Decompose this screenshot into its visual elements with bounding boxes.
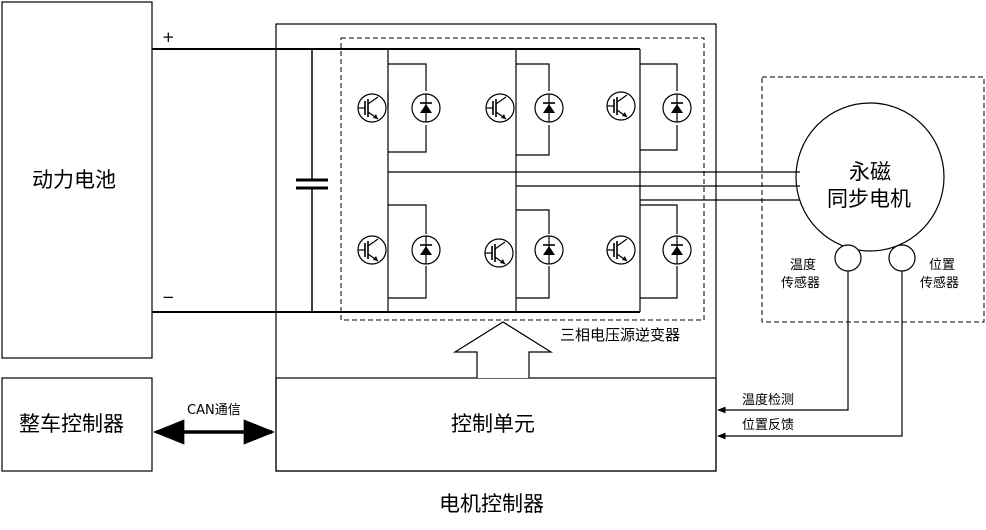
igbt-a-high-icon	[357, 93, 387, 123]
control-arrow	[452, 321, 554, 378]
battery-label: 动力电池	[32, 168, 116, 192]
diode-a-high-icon	[411, 93, 441, 123]
vehicle-controller-box	[1, 377, 153, 472]
inverter-dashed-box	[340, 37, 705, 321]
pos-sensor-label-line2: 传感器	[920, 276, 960, 291]
vehicle-controller-label: 整车控制器	[19, 412, 124, 436]
motor-controller-label: 电机控制器	[439, 492, 544, 516]
temp-sensor-label-line2: 传感器	[781, 276, 821, 291]
inverter-label: 三相电压源逆变器	[560, 326, 681, 344]
motor-label-line2: 同步电机	[827, 187, 911, 211]
temp-signal-line	[717, 271, 849, 414]
igbt-b-low-icon	[484, 238, 514, 268]
diode-a-low-icon	[411, 235, 441, 265]
bus-minus-sign: −	[162, 288, 175, 306]
pos-signal-line	[717, 271, 903, 440]
phase-lines	[388, 171, 800, 201]
diode-c-high-icon	[662, 93, 692, 123]
igbt-c-high-icon	[606, 91, 636, 121]
battery-box	[1, 1, 153, 359]
temp-sensor-circle	[834, 244, 862, 272]
pos-feedback-label: 位置反馈	[742, 418, 795, 433]
pos-sensor-circle	[888, 244, 916, 272]
can-label: CAN通信	[187, 403, 241, 418]
diode-b-high-icon	[534, 93, 564, 123]
pos-sensor-label-line1: 位置	[929, 258, 956, 273]
dc-link-capacitor	[296, 49, 328, 312]
igbt-a-low-icon	[357, 235, 387, 265]
temp-sensor-label-line1: 温度	[790, 258, 817, 273]
igbt-c-low-icon	[606, 235, 636, 265]
igbt-b-high-icon	[485, 93, 515, 123]
diode-b-low-icon	[534, 235, 564, 265]
diode-c-low-icon	[662, 235, 692, 265]
pmsm-motor	[795, 102, 945, 252]
bridge-legs	[387, 49, 678, 312]
control-unit-label: 控制单元	[451, 412, 535, 436]
motor-controller-box	[275, 23, 717, 472]
motor-label-line1: 永磁	[849, 160, 891, 184]
bus-plus-sign: +	[162, 28, 175, 46]
temp-detect-label: 温度检测	[742, 393, 795, 408]
